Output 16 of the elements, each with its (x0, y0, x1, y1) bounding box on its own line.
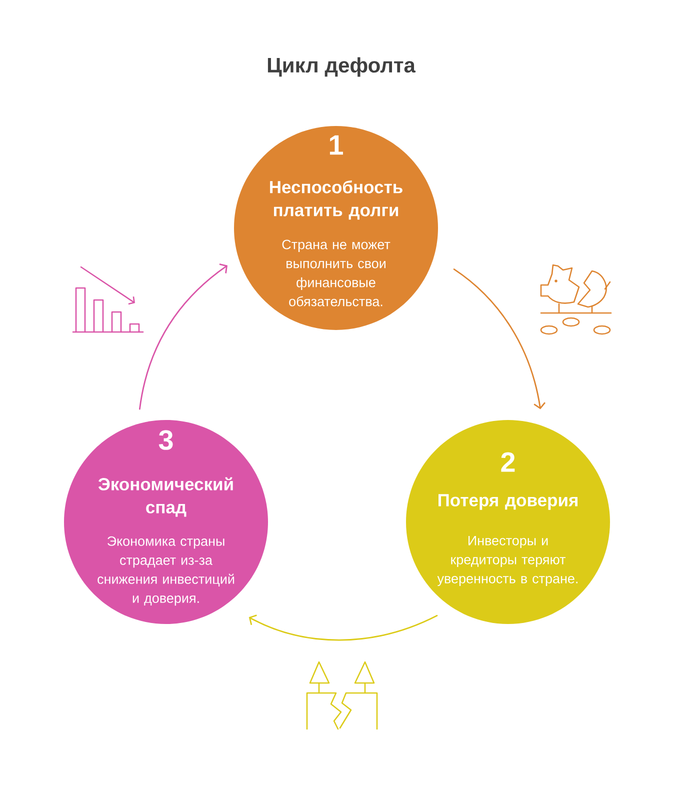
step-number: 2 (501, 452, 515, 472)
step-circle (64, 420, 268, 624)
curved-arrow (139, 264, 228, 410)
step-number: 1 (330, 135, 343, 155)
step-circle (234, 126, 438, 330)
step-description: Страна не может выполнить свои финансовые обязательства. (282, 240, 390, 306)
curved-arrow (248, 614, 438, 641)
step-number: 3 (158, 430, 173, 450)
curved-arrow (453, 268, 546, 410)
title: Цикл дефолта (268, 57, 416, 77)
step-description: Инвесторы и кредиторы теряют уверенность в стране. (437, 536, 578, 586)
step-title: Потеря доверия (438, 494, 578, 510)
step-description: Экономика страны страдает из-за снижения инвестиций и доверия. (98, 536, 234, 606)
step-circle (406, 420, 610, 624)
step-title: Экономический спад (98, 477, 233, 517)
step-title: Неспособность платить долги (270, 180, 402, 220)
